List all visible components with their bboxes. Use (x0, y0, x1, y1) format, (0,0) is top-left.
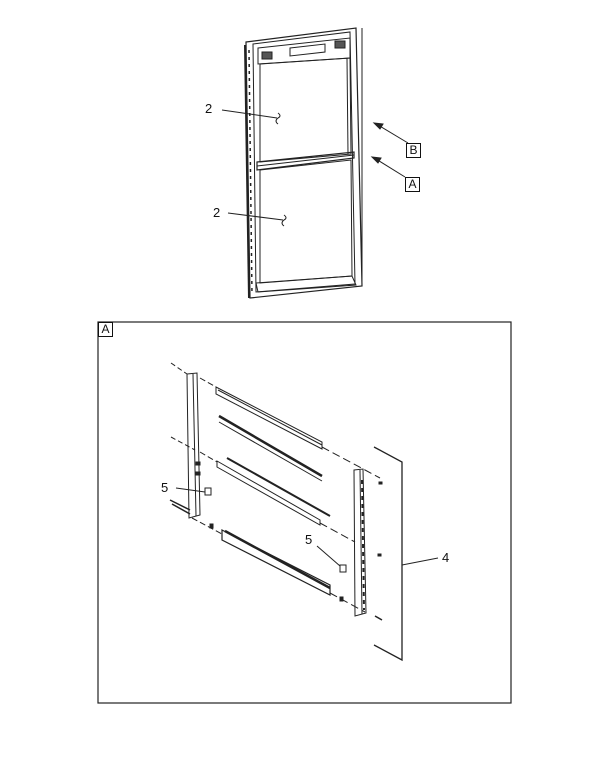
view-label-b: B (406, 143, 421, 158)
callout-5-left: 5 (161, 480, 169, 495)
detail-title-label: A (98, 322, 113, 337)
view-label-a: A (405, 177, 420, 192)
detail-exploded-view (169, 362, 439, 662)
callout-2-upper-glass: 2 (205, 101, 213, 116)
door-assembly (221, 27, 409, 299)
detail-frame (97, 321, 512, 704)
callout-2-lower-glass: 2 (213, 205, 221, 220)
callout-5-right: 5 (305, 532, 313, 547)
callout-4-panel: 4 (442, 550, 450, 565)
